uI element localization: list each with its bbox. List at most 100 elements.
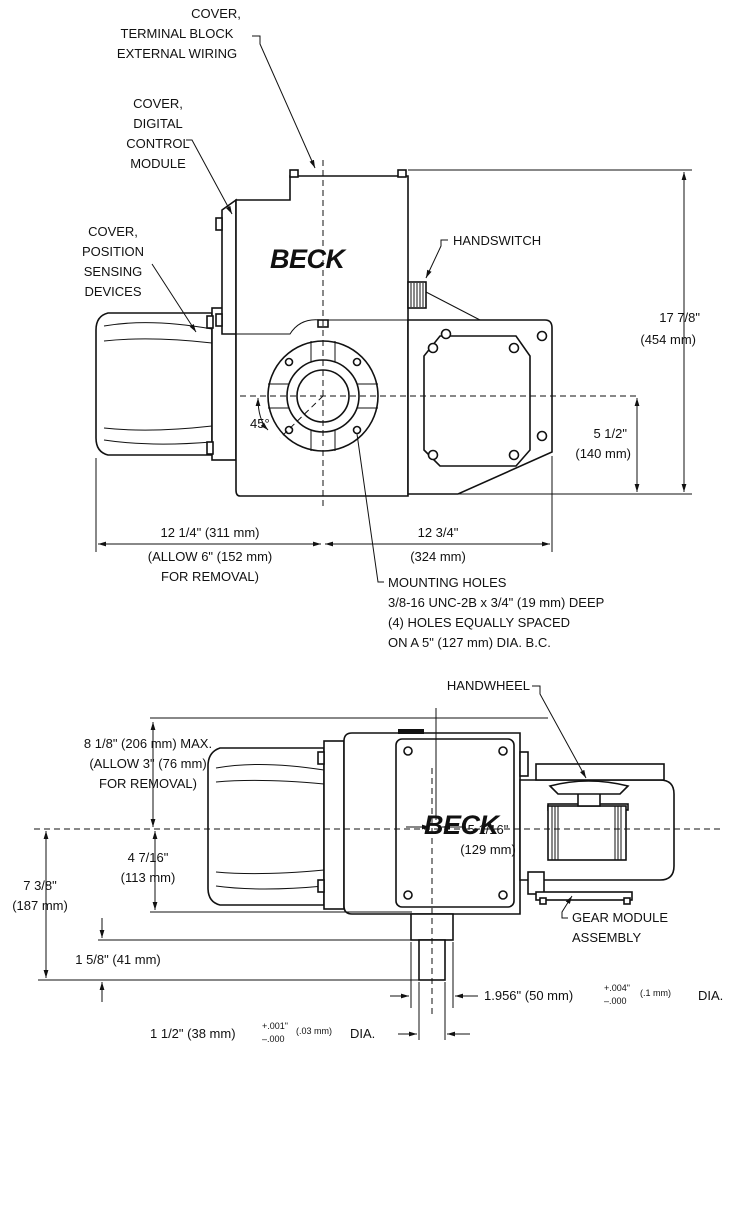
center-height-in: 5 1/2"	[593, 426, 627, 441]
hub-dia-tol-minus: –.000	[604, 996, 627, 1006]
cylinder-fin	[215, 869, 325, 875]
terminal-cover-line2: TERMINAL BLOCK	[121, 26, 234, 41]
bolt-head	[498, 890, 508, 900]
drum-hatch	[551, 806, 622, 860]
cylinder-fin	[215, 763, 325, 771]
bolt-head	[403, 746, 413, 756]
top-plate	[398, 729, 424, 734]
knurl-lines	[410, 283, 424, 307]
handswitch-edge	[425, 291, 481, 321]
gear-base	[535, 891, 633, 901]
bolt	[215, 217, 223, 231]
bolt-hole	[536, 430, 548, 442]
hub-dia-main: 1.956" (50 mm)	[484, 988, 573, 1003]
cylinder-fin	[215, 885, 325, 890]
hub-dia-tol-plus: +.004"	[604, 983, 630, 993]
left-width-removal: FOR REMOVAL)	[161, 569, 259, 584]
bolt	[206, 315, 214, 329]
sensing-cover-line3: SENSING	[84, 264, 143, 279]
top-dim-max: 8 1/8" (206 mm) MAX.	[84, 736, 212, 751]
handwheel-leader	[532, 685, 587, 779]
handswitch-knob	[527, 871, 545, 895]
right-width-mm: (324 mm)	[410, 549, 466, 564]
right-width-in: 12 3/4"	[418, 525, 459, 540]
center-height-mm: (140 mm)	[575, 446, 631, 461]
angle-label: 45°	[250, 416, 270, 431]
top-dim-allow: (ALLOW 3" (76 mm)	[89, 756, 206, 771]
control-cover-line4: MODULE	[130, 156, 186, 171]
gear-module-top	[535, 763, 665, 781]
shaft-length-label: 1 5/8" (41 mm)	[75, 952, 161, 967]
shaft-dia-main: 1 1/2" (38 mm)	[150, 1026, 236, 1041]
shaft-dia-suffix: DIA.	[350, 1026, 375, 1041]
mounting-holes-thread: 3/8-16 UNC-2B x 3/4" (19 mm) DEEP	[388, 595, 604, 610]
output-hub	[410, 913, 454, 941]
mounting-holes-title: MOUNTING HOLES	[388, 575, 507, 590]
control-cover-side	[221, 198, 237, 335]
shaft-dia-tol-plus: +.001"	[262, 1021, 288, 1031]
actuator-front-cover	[395, 738, 515, 908]
cylinder-fin	[103, 322, 213, 330]
bolt-hole	[508, 449, 520, 461]
sensing-cover-line1: COVER,	[88, 224, 138, 239]
mounting-hole	[284, 425, 294, 435]
sensing-cover-line2: POSITION	[82, 244, 144, 259]
handwheel-rim	[548, 780, 630, 795]
gear-module-line2: ASSEMBLY	[572, 930, 641, 945]
total-dim-mm: (187 mm)	[12, 898, 68, 913]
sensing-cover-leader	[151, 263, 197, 333]
terminal-cover-leader	[252, 35, 316, 169]
mounting-holes-leader	[356, 433, 384, 583]
side-view: BECK 5 1/16" (129 mm) 8 1/8" (206 mm) MA…	[12, 678, 723, 1044]
mounting-holes-circle: ON A 5" (127 mm) DIA. B.C.	[388, 635, 551, 650]
top-dim-removal: FOR REMOVAL)	[99, 776, 197, 791]
handwheel-label: HANDWHEEL	[447, 678, 530, 693]
bolt-hole	[427, 342, 439, 354]
terminal-cover-line1: COVER,	[191, 6, 241, 21]
position-sensing-cover	[95, 312, 213, 456]
angle-line	[279, 395, 324, 439]
gear-module-line1: GEAR MODULE	[572, 910, 668, 925]
bolt-hole	[427, 449, 439, 461]
bolt-hole	[536, 330, 548, 342]
bolt-head	[498, 746, 508, 756]
bolt-hole	[508, 342, 520, 354]
position-sensing-cover	[207, 747, 325, 906]
left-width-allow: (ALLOW 6" (152 mm)	[148, 549, 273, 564]
shaft-dia-tol-mm: (.03 mm)	[296, 1026, 332, 1036]
height-dim-in: 17 7/8"	[659, 310, 700, 325]
bolt	[317, 751, 325, 765]
control-cover-line3: CONTROL	[126, 136, 190, 151]
cylinder-fin	[215, 779, 325, 785]
bolt	[289, 169, 299, 178]
mid-dim-mm: (113 mm)	[121, 870, 176, 885]
offset-dim-in: 5 1/16"	[468, 822, 509, 837]
bolt-hole	[440, 328, 452, 340]
bolt	[539, 897, 547, 905]
brand-logo: BECK	[270, 244, 348, 274]
mounting-hole	[352, 425, 362, 435]
cylinder-fin	[103, 439, 213, 445]
handwheel-drum	[547, 805, 627, 861]
top-view: BECK 45° CO	[82, 6, 700, 650]
bolt	[623, 897, 631, 905]
cylinder-fin	[103, 425, 213, 431]
control-cover-line2: DIGITAL	[133, 116, 183, 131]
angle-arc	[255, 397, 269, 431]
brand-logo: BECK	[424, 810, 502, 840]
left-width-in: 12 1/4" (311 mm)	[160, 525, 259, 540]
hub-dia-suffix: DIA.	[698, 988, 723, 1003]
gear-module-leader	[561, 895, 573, 919]
mounting-hole	[284, 357, 294, 367]
bolt	[206, 441, 214, 455]
bolt	[215, 313, 223, 327]
mounting-holes-spacing: (4) HOLES EQUALLY SPACED	[388, 615, 570, 630]
mid-dim-in: 4 7/16"	[128, 850, 169, 865]
bolt	[317, 879, 325, 893]
handswitch-leader	[425, 239, 448, 279]
sensing-cover-line4: DEVICES	[84, 284, 141, 299]
terminal-cover-line3: EXTERNAL WIRING	[117, 46, 237, 61]
cylinder-fin	[103, 338, 213, 344]
